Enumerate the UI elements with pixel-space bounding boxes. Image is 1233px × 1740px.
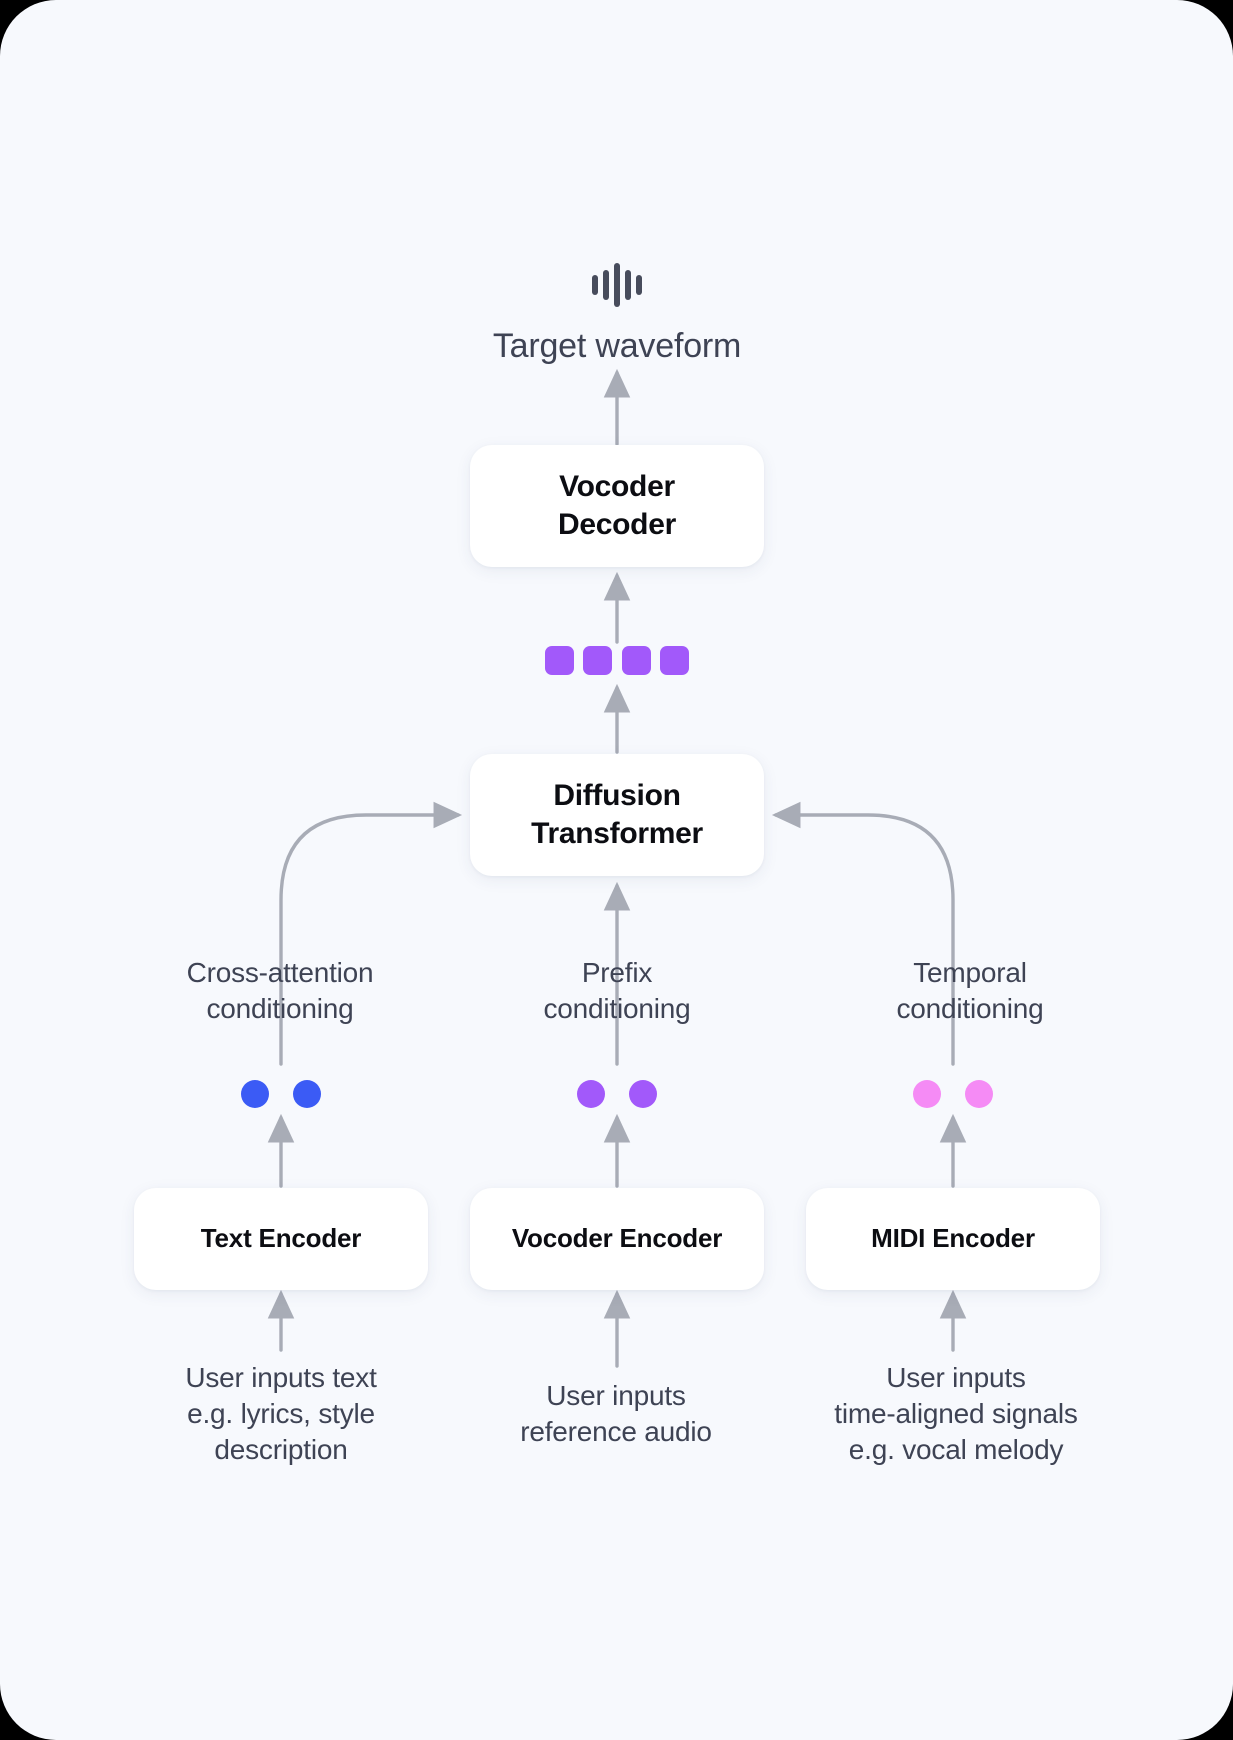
node-text-encoder-label: Text Encoder bbox=[200, 1223, 362, 1254]
node-diffusion-transformer-line2: Transformer bbox=[531, 817, 703, 850]
embedding-dots-audio bbox=[577, 1079, 657, 1109]
node-midi-encoder[interactable]: MIDI Encoder bbox=[806, 1188, 1100, 1290]
caption-midi-input-line3: e.g. vocal melody bbox=[848, 1433, 1064, 1465]
caption-midi-input-line2: time-aligned signals bbox=[834, 1397, 1078, 1429]
waveform-icon bbox=[592, 262, 642, 308]
label-temporal-conditioning: Temporal conditioning bbox=[760, 955, 1180, 1027]
embedding-dot bbox=[293, 1080, 321, 1108]
label-cross-attention-line1: Cross-attention bbox=[186, 957, 374, 988]
label-temporal-line1: Temporal bbox=[913, 957, 1027, 988]
embedding-dot bbox=[965, 1080, 993, 1108]
caption-text-input-line3: description bbox=[214, 1433, 348, 1465]
caption-text-input-line1: User inputs text bbox=[185, 1362, 377, 1393]
label-prefix-line2: conditioning bbox=[543, 992, 691, 1024]
target-waveform-label: Target waveform bbox=[492, 327, 742, 365]
label-prefix-conditioning: Prefix conditioning bbox=[400, 955, 834, 1027]
node-diffusion-transformer-label: Diffusion Transformer bbox=[531, 777, 703, 854]
embedding-dot bbox=[241, 1080, 269, 1108]
latent-token bbox=[545, 645, 574, 675]
caption-midi-input-line1: User inputs bbox=[886, 1362, 1026, 1393]
label-cross-attention-line2: conditioning bbox=[206, 992, 354, 1024]
embedding-dots-text bbox=[241, 1079, 321, 1109]
node-vocoder-decoder[interactable]: Vocoder Decoder bbox=[470, 445, 764, 567]
label-prefix-line1: Prefix bbox=[581, 957, 653, 988]
label-temporal-line2: conditioning bbox=[896, 992, 1044, 1024]
node-text-encoder[interactable]: Text Encoder bbox=[134, 1188, 428, 1290]
node-diffusion-transformer-line1: Diffusion bbox=[553, 778, 681, 812]
label-cross-attention-conditioning: Cross-attention conditioning bbox=[90, 955, 470, 1027]
caption-midi-input: User inputs time-aligned signals e.g. vo… bbox=[746, 1360, 1166, 1467]
latent-token bbox=[583, 645, 613, 675]
embedding-dot bbox=[577, 1080, 605, 1108]
node-vocoder-decoder-label: Vocoder Decoder bbox=[558, 468, 676, 545]
caption-audio-input-line2: reference audio bbox=[520, 1415, 712, 1447]
latent-token bbox=[621, 645, 651, 675]
embedding-dots-midi bbox=[913, 1079, 993, 1109]
node-vocoder-decoder-line2: Decoder bbox=[558, 508, 676, 541]
node-vocoder-decoder-line1: Vocoder bbox=[559, 469, 675, 503]
caption-audio-input: User inputs reference audio bbox=[406, 1378, 826, 1450]
caption-audio-input-line1: User inputs bbox=[546, 1380, 686, 1411]
caption-text-input-line2: e.g. lyrics, style bbox=[187, 1397, 375, 1429]
latent-token-strip bbox=[545, 645, 689, 675]
node-vocoder-encoder[interactable]: Vocoder Encoder bbox=[470, 1188, 764, 1290]
node-diffusion-transformer[interactable]: Diffusion Transformer bbox=[470, 754, 764, 876]
latent-token bbox=[659, 645, 689, 675]
node-vocoder-encoder-label: Vocoder Encoder bbox=[511, 1223, 723, 1254]
embedding-dot bbox=[913, 1080, 941, 1108]
node-midi-encoder-label: MIDI Encoder bbox=[871, 1223, 1035, 1254]
embedding-dot bbox=[629, 1080, 657, 1108]
caption-text-input: User inputs text e.g. lyrics, style desc… bbox=[86, 1360, 476, 1467]
